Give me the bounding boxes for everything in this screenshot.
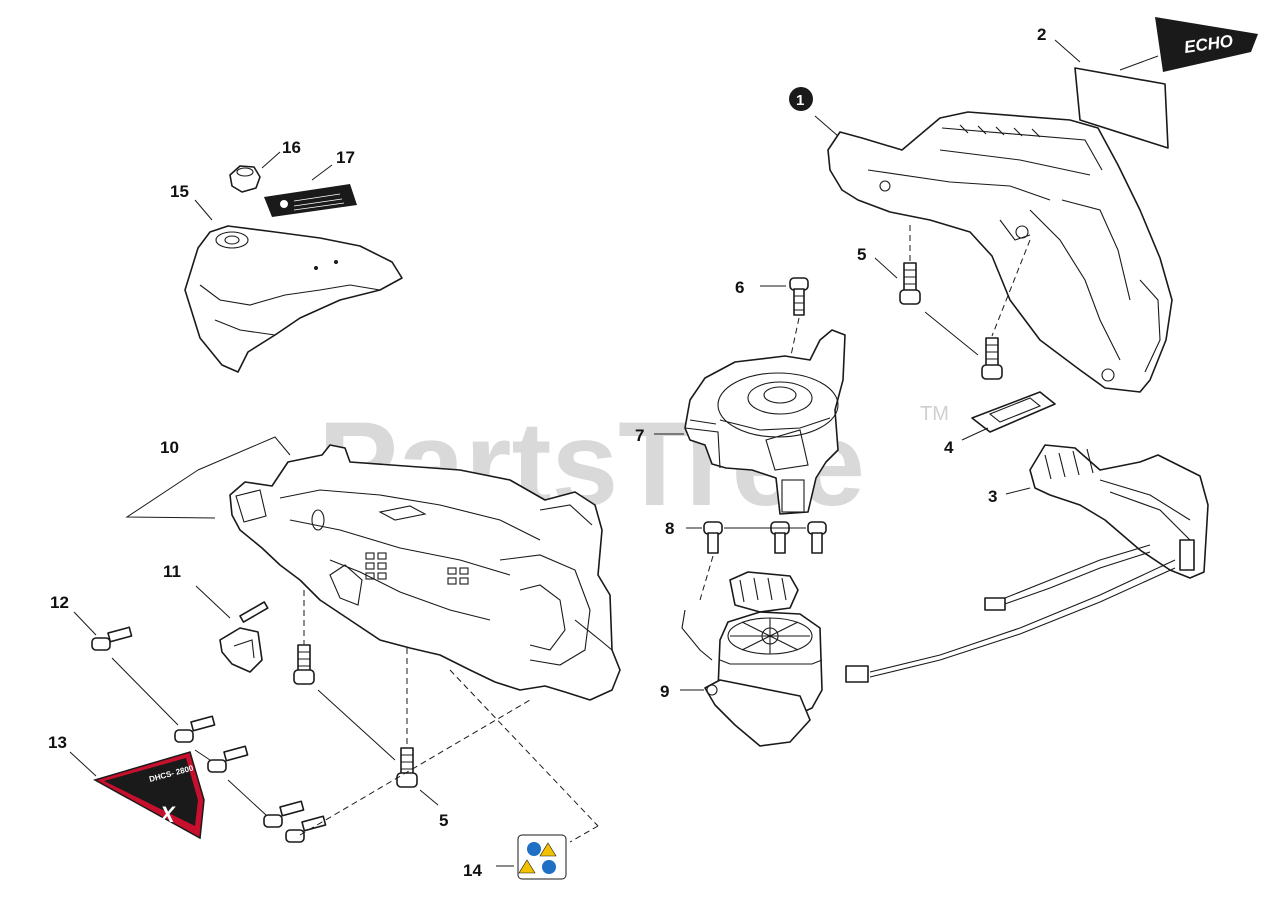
- warning-label: [264, 184, 357, 217]
- callout-5-lower: 5: [439, 811, 448, 830]
- screw-8c: [807, 521, 827, 554]
- warning-label-symbol: [280, 200, 288, 208]
- callout-4: 4: [944, 438, 954, 457]
- dash-5b: [991, 239, 1031, 337]
- callout-8: 8: [665, 519, 674, 538]
- leader-2: [1054, 39, 1081, 63]
- callout-11: 11: [163, 562, 181, 581]
- echo-decal-backing: [1074, 67, 1169, 149]
- leader-16: [261, 151, 281, 169]
- fan-housing: [684, 329, 846, 515]
- leader-13: [69, 751, 97, 777]
- callout-14: 14: [463, 861, 482, 880]
- leader-12-link-a: [111, 657, 179, 726]
- leader-10b: [125, 469, 216, 519]
- latch: [219, 601, 269, 673]
- leader-11: [195, 585, 231, 619]
- leader-5-upper: [874, 257, 898, 279]
- leader-4: [961, 427, 989, 441]
- callout-3: 3: [988, 487, 997, 506]
- callout-5-upper: 5: [857, 245, 866, 264]
- leader-5-lower: [419, 789, 439, 806]
- screw-12c: [207, 745, 249, 773]
- dash-assembly-b: [449, 669, 599, 827]
- callout-2: 2: [1037, 25, 1046, 44]
- callout-12: 12: [50, 593, 69, 612]
- screw-12a: [91, 626, 133, 651]
- leader-15: [194, 199, 213, 221]
- echo-decal-body: [1155, 17, 1258, 72]
- model-mark: X: [158, 802, 176, 827]
- warning-label-body: [264, 184, 357, 217]
- dash-assembly-a: [299, 699, 531, 836]
- leader-17: [311, 164, 333, 181]
- leader-12: [73, 611, 97, 636]
- screw-5-upper-b: [981, 337, 1003, 380]
- screw-8b: [770, 521, 790, 554]
- dash-assembly-c: [569, 825, 599, 843]
- top-cover: [184, 225, 403, 373]
- warning-blue-icon-2: [542, 860, 556, 874]
- callout-13: 13: [48, 733, 67, 752]
- switch-assembly: [845, 444, 1209, 683]
- warning-triangle-icon-1: [539, 842, 557, 857]
- screw-6: [789, 277, 809, 316]
- nut: [229, 165, 261, 193]
- watermark-trademark: TM: [920, 403, 949, 425]
- screw-5-lower-b: [396, 747, 418, 788]
- callout-1: 1: [796, 92, 804, 109]
- leader-5-lower-link: [317, 689, 396, 761]
- upper-housing: [827, 111, 1173, 393]
- echo-decal: ECHO: [1074, 17, 1258, 149]
- screw-12b: [174, 715, 216, 743]
- leader-10: [197, 436, 291, 471]
- screw-5-upper-a: [899, 262, 921, 305]
- callout-6: 6: [735, 278, 744, 297]
- screw-5-lower-a: [293, 644, 315, 685]
- callout-16: 16: [282, 138, 301, 157]
- screw-8a: [703, 521, 723, 554]
- callout-9: 9: [660, 682, 669, 701]
- screw-12d: [263, 800, 305, 828]
- model-decal-body: [104, 758, 198, 826]
- dash-6: [789, 317, 800, 361]
- callout-7: 7: [635, 426, 644, 445]
- motor: [681, 571, 823, 747]
- callout-1-badge: [789, 87, 813, 111]
- callout-17: 17: [336, 148, 355, 167]
- switch-cover: [971, 391, 1056, 433]
- lower-housing: [229, 444, 621, 701]
- dash-8: [699, 555, 714, 601]
- leader-12-link-b: [194, 749, 211, 761]
- screw-12e: [285, 815, 327, 843]
- leader-1: [814, 115, 839, 137]
- leader-3: [1005, 487, 1031, 495]
- model-decal: DHCS- 2800 X: [93, 751, 205, 840]
- leader-5-upper-link: [924, 311, 979, 356]
- warning-blue-icon-1: [527, 842, 541, 856]
- warning-triangle-icon-2: [518, 859, 536, 874]
- warning-decal: [517, 834, 567, 880]
- leader-12-link-c: [227, 779, 267, 816]
- callout-10: 10: [160, 438, 179, 457]
- callout-15: 15: [170, 182, 189, 201]
- leader-2b: [1119, 55, 1159, 71]
